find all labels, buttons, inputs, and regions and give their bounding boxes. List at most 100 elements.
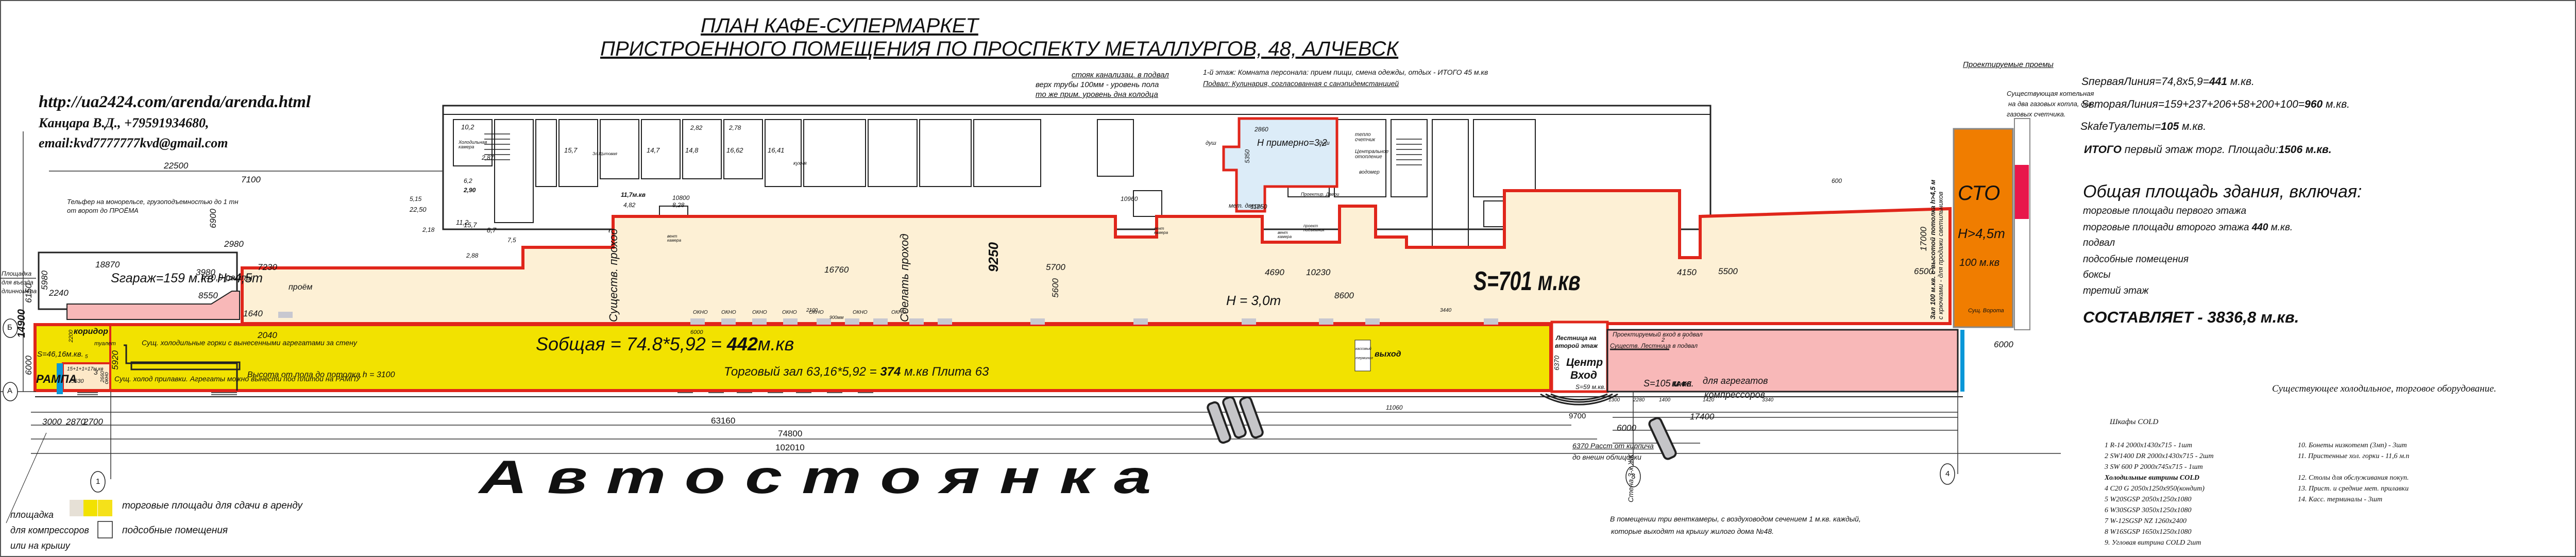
summary-heading: Общая площадь здания, включая: — [2083, 182, 2362, 201]
dim-label: 2040 — [258, 330, 277, 340]
note-boiler-1: Существующая котельная — [2007, 90, 2094, 97]
room-area-label: 4,82 — [623, 201, 636, 209]
axis-3-label: 3 — [1631, 472, 1636, 481]
room-17-label: 15+1+1=17м.кв — [67, 366, 104, 372]
equipment-item: 5 W20SGSP 2050x1250x1080 — [2105, 496, 2192, 503]
dim-label: 6370 — [1553, 356, 1561, 370]
dim-label: 8600 — [1334, 291, 1354, 300]
summary-item-2-unit: м.кв. — [2268, 222, 2293, 233]
room-area-label: 2860 — [1255, 126, 1268, 133]
equipment-item: 8 W16SGSP 1650x1250x1080 — [2105, 528, 2192, 536]
summary-item-2-value: 440 — [2251, 222, 2268, 233]
room-area-label: 8,7 — [487, 226, 497, 234]
basement-entry-label: Проектируемый вход в подвал — [1613, 331, 1703, 338]
dim-label: 11250 — [1250, 203, 1267, 210]
note-telfer-1: Тельфер на монорельсе, грузоподъемностью… — [67, 198, 239, 206]
summary-item-2-text: торговые площади второго этажа — [2083, 222, 2252, 233]
equipment-item: 2 SW1400 DR 2000x1430x715 - 2шт — [2105, 452, 2214, 460]
cold-room-label: Холодильная камера — [459, 140, 487, 149]
window-label-6: ОКНО — [853, 310, 868, 315]
dim-label: 1640 — [243, 309, 263, 318]
room-area-label: 16,41 — [768, 146, 785, 154]
dim-label: 3340 — [1762, 397, 1774, 403]
dim-label: 22500 — [164, 161, 189, 171]
equipment-marker-5: 5 — [85, 354, 88, 360]
dim-label: 14900 — [16, 309, 27, 338]
center-label-2: Вход — [1570, 369, 1597, 381]
shower-label-1: душ — [1206, 140, 1216, 146]
dim-label: 1300 — [1608, 397, 1620, 403]
summary-1-text: SперваяЛиния=74,8х5,9= — [2081, 76, 2209, 88]
room-area-label: 2,82 — [690, 124, 703, 131]
note-brick-1: 6370 Расст от кирпича — [1572, 442, 1654, 450]
summary-2-text: SвтораяЛиния=159+237+206+58+200+100= — [2081, 98, 2305, 110]
room-area-label: 600 — [1832, 177, 1842, 184]
note-boiler-2: на два газовых котла, два — [2008, 100, 2092, 108]
summary-line-3: SkafeТуалеты=105 м.кв. — [2080, 121, 2206, 132]
cashier-label-1: кассовый — [1355, 347, 1371, 351]
dim-label: 9700 — [1569, 412, 1586, 420]
dim-label: 6000 — [1617, 423, 1636, 433]
summary-4-value: 1506 м.кв. — [2278, 144, 2332, 156]
equipment-item: 3 SW 600 P 2000x745x715 - 1шт — [2105, 463, 2203, 471]
dim-label: 3980 — [196, 267, 215, 277]
room-area-label: 7,5 — [507, 237, 516, 244]
window-label-2: ОКНО — [721, 310, 736, 315]
note-platform-3: длинномера — [2, 288, 37, 295]
existing-passage-label: Существ. проход — [607, 228, 620, 322]
cafe-label: КАФЕ — [1672, 380, 1692, 388]
kitchen-label: кухня — [793, 161, 807, 166]
equipment-item: 10. Бонеты низкотемп (3мп) - 3шт — [2298, 442, 2407, 449]
compressor-pad-leader — [6, 432, 47, 524]
dim-label: 5920 — [110, 350, 120, 370]
axis-1-label: 1 — [96, 477, 100, 486]
cashier-label-2: терминал — [1355, 357, 1373, 360]
note-brick-2: до внешн облицовки — [1572, 453, 1641, 461]
equipment-item: 9. Угловая витрина COLD 2шт — [2105, 539, 2201, 547]
stairs-label-2: второй этаж — [1555, 342, 1598, 349]
equipment-heading: Шкафы COLD — [2110, 418, 2159, 426]
dim-label: 7230 — [258, 262, 277, 272]
dim-label: 4690 — [1265, 267, 1284, 277]
boiler-room-accent — [2014, 165, 2029, 219]
note-stoyak-2: верх трубы 100мм - уровень пола — [1036, 80, 1159, 89]
ramp-label: РАМПА — [36, 373, 77, 385]
cashier-terminal-box — [1354, 340, 1371, 372]
garage-room — [38, 251, 238, 310]
dim-label: 74800 — [778, 429, 803, 438]
trade-hall-text: Торговый зал 63,16*5,92 = — [724, 365, 880, 379]
dim-label: 7100 — [241, 175, 261, 184]
basement-stairs-label: Существ. Лестница в подвал — [1610, 342, 1698, 349]
staff-room-height: Н примерно=3,2 — [1257, 138, 1327, 148]
total-strip-value: 442 — [726, 333, 758, 355]
cto-height-label: H>4,5m — [1958, 226, 2005, 241]
note-existing-equipment: Существующее холодильное, торговое обору… — [2272, 383, 2497, 394]
equipment-item: Холодильные витрины COLD — [2105, 474, 2200, 482]
equipment-item: 1 R-14 2000x1430x715 - 1шт — [2105, 442, 2192, 449]
dim-label: 2980 — [224, 239, 244, 249]
dim-label: 5980 — [40, 271, 49, 290]
room-area-label: 5,15 — [410, 195, 422, 202]
window-label-5: ОКНО — [809, 310, 824, 315]
dim-label: 2660 — [100, 371, 106, 383]
total-strip-unit: м.кв — [757, 333, 794, 355]
cto-room — [1953, 128, 2014, 328]
title-line-2: ПРИСТРОЕННОГО ПОМЕЩЕНИЯ ПО ПРОСПЕКТУ МЕТ… — [600, 38, 1399, 60]
dim-label: 9250 — [986, 242, 1001, 272]
room-area-label: 16,62 — [726, 146, 743, 154]
entrance-steps-arc — [1540, 393, 1618, 406]
dim-label: 17400 — [1690, 412, 1715, 421]
dim-label: 10230 — [1306, 267, 1331, 277]
dim-label: 3000 — [42, 417, 62, 427]
note-fridges-wall: Сущ. холодильные горки с вынесенными агр… — [142, 339, 357, 347]
dim-label: 8550 — [198, 291, 218, 300]
heat-meter-label: тепло счетчик — [1355, 132, 1376, 143]
summary-item-6: третий этаж — [2083, 285, 2149, 296]
summary-2-value: 960 — [2304, 98, 2323, 110]
exit-label: выход — [1375, 350, 1401, 359]
contact-url-link[interactable]: http://ua2424.com/arenda/arenda.html — [39, 93, 311, 111]
total-strip-label: Sобщая = 74.8*5,92 = 442м.кв — [536, 335, 794, 353]
window-marks — [278, 312, 1498, 325]
dim-label: 18870 — [95, 260, 120, 269]
legend-aux-label: подсобные помещения — [122, 525, 228, 536]
